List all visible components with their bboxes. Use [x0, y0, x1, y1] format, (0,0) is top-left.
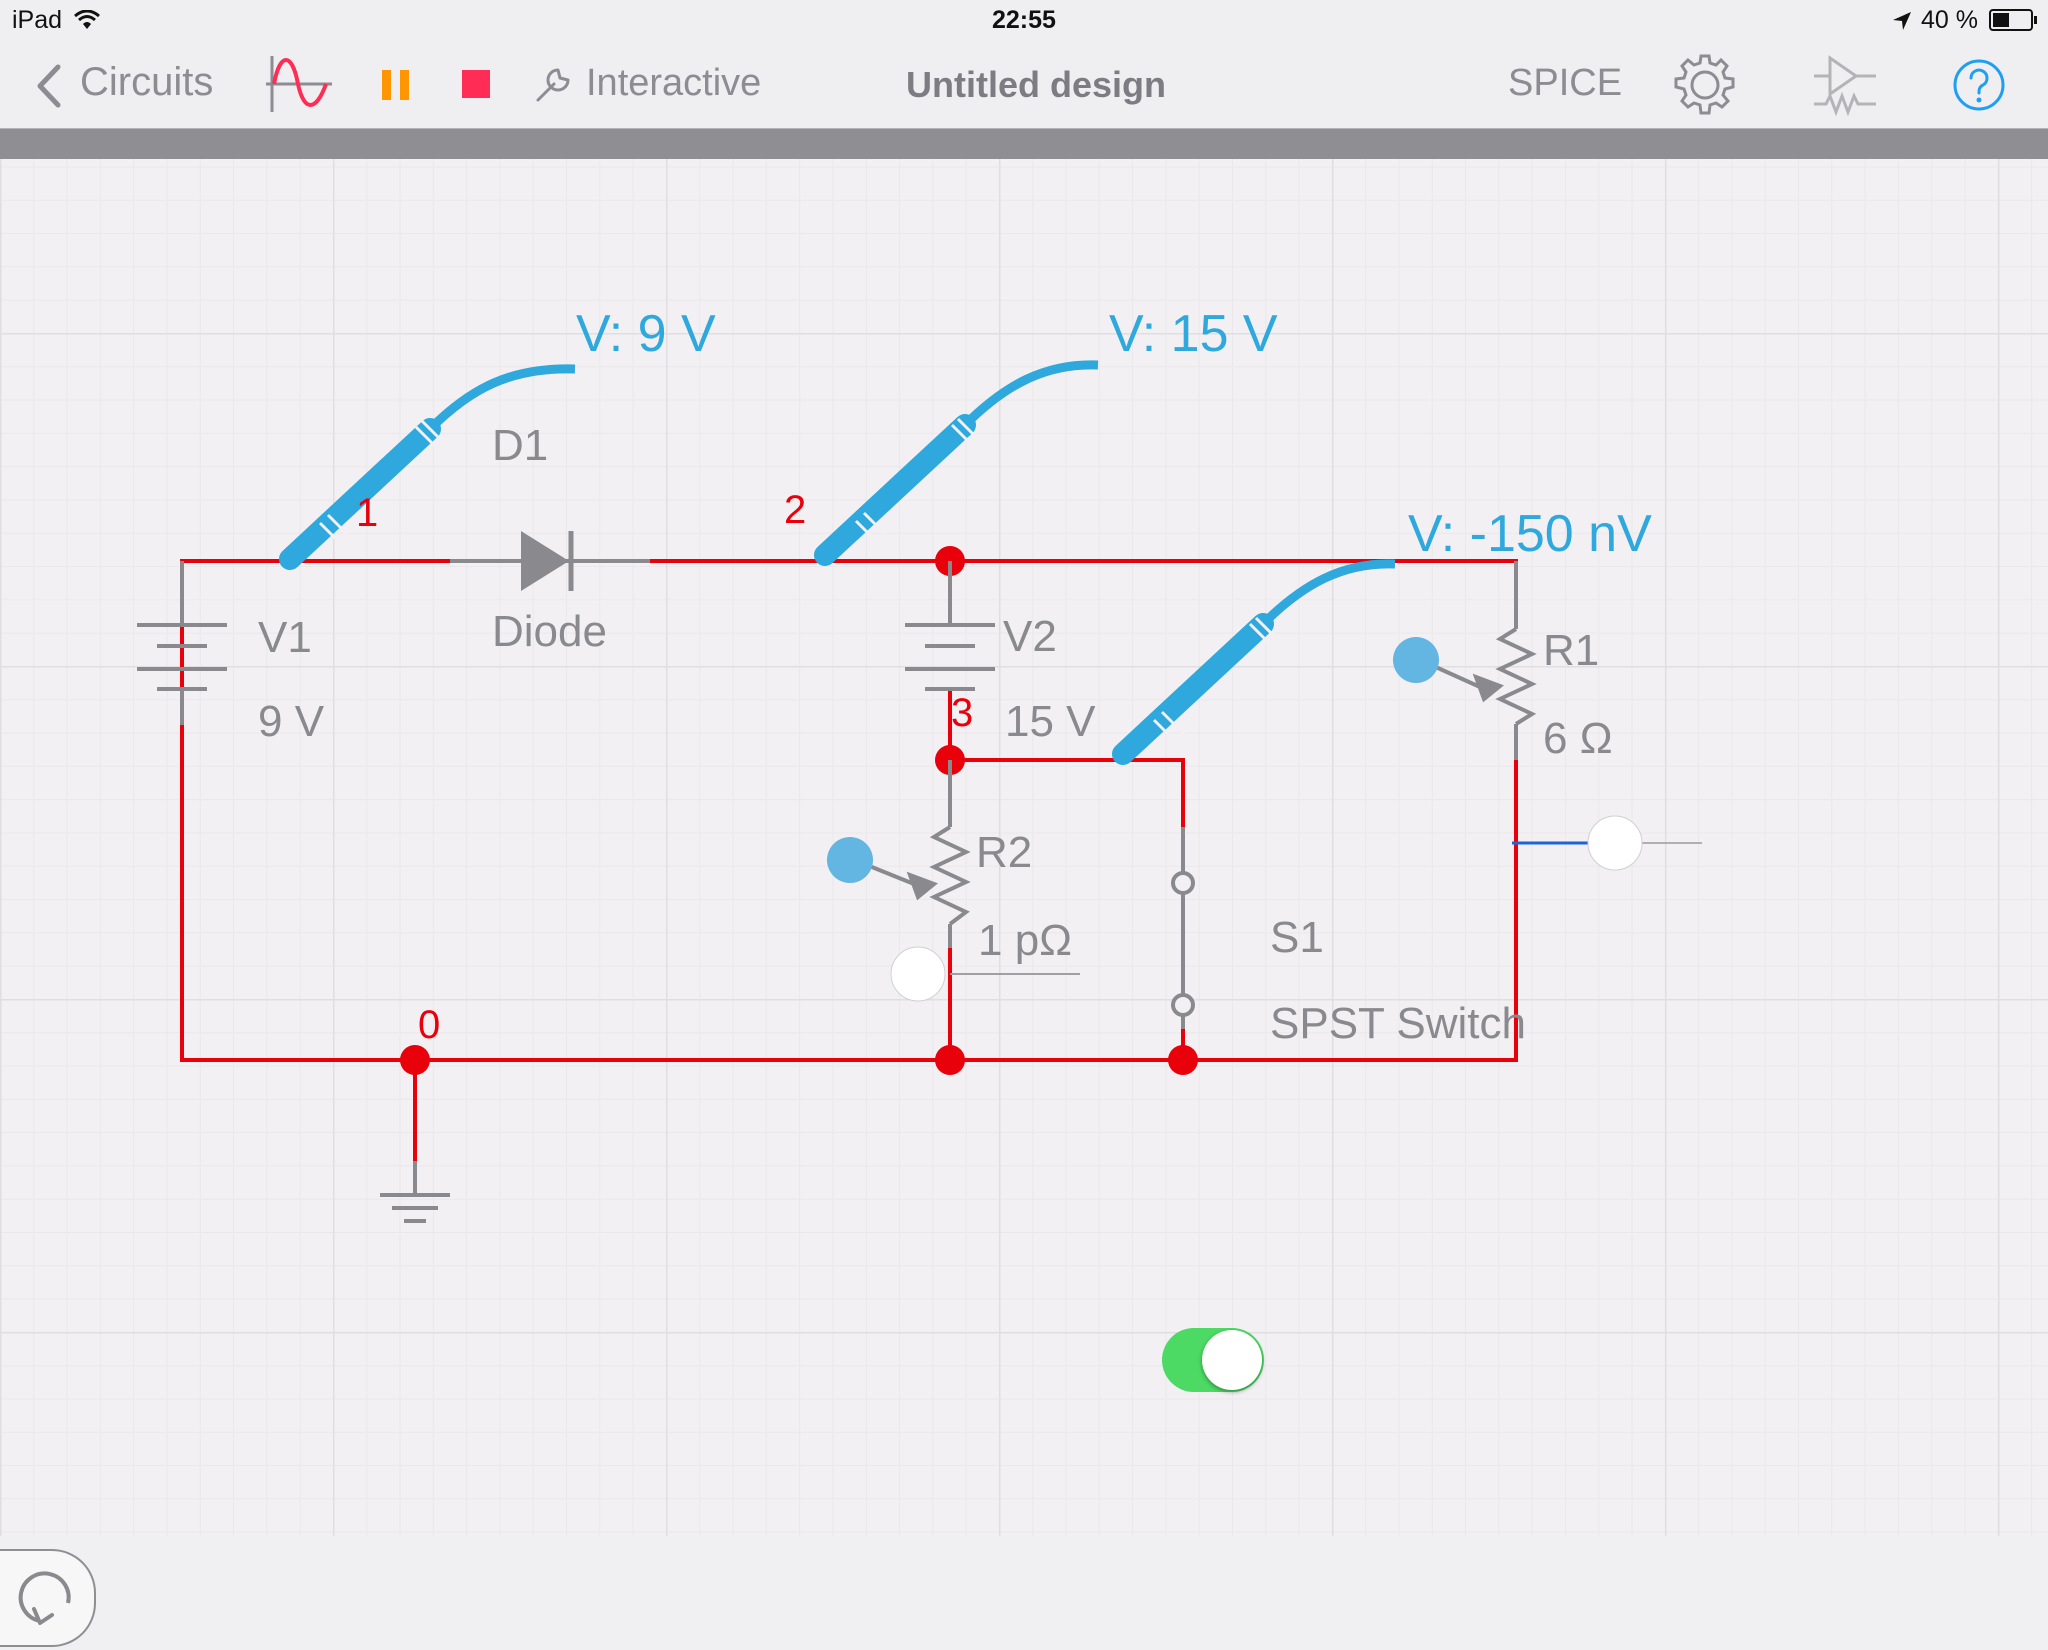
toolbar: Circuits Interactive Untitled design SPI… [0, 40, 2048, 129]
pause-icon[interactable] [382, 70, 410, 105]
r2-wiper-handle[interactable] [827, 837, 873, 883]
spice-button[interactable]: SPICE [1508, 62, 1623, 104]
node-label-2: 2 [784, 488, 807, 532]
r1-wiper-handle[interactable] [1393, 637, 1439, 683]
stop-icon[interactable] [462, 70, 490, 105]
r2-slider-handle[interactable] [890, 946, 946, 1002]
r2-name-label: R2 [976, 828, 1033, 877]
node-label-1: 1 [356, 491, 379, 535]
probe-readout-3: V: -150 nV [1408, 505, 1652, 563]
d1-value-label: Diode [492, 607, 607, 656]
probe-node-2[interactable] [814, 360, 1099, 566]
battery-icon [1989, 9, 2039, 38]
junction-dot [400, 1045, 430, 1075]
d1-name-label: D1 [492, 421, 549, 470]
junction-dot [935, 1045, 965, 1075]
wire-ground-loop [180, 760, 1518, 1062]
switch-toggle[interactable] [1162, 1328, 1264, 1392]
spst-switch-symbol[interactable] [1171, 827, 1195, 1029]
circuit-diagram [137, 360, 1702, 1223]
reset-view-button[interactable] [0, 1549, 96, 1647]
v2-name-label: V2 [1003, 612, 1057, 661]
junctions [400, 546, 1198, 1075]
page-title: Untitled design [906, 64, 1166, 105]
v2-value-label: 15 V [1005, 697, 1096, 746]
node-label-3: 3 [951, 691, 974, 735]
r1-value-label: 6 Ω [1543, 714, 1613, 763]
probe-readout-2: V: 15 V [1109, 305, 1278, 363]
component-library-icon[interactable] [1810, 52, 1880, 121]
r1-slider-handle[interactable] [1587, 815, 1643, 871]
s1-value-label: SPST Switch [1270, 999, 1526, 1048]
help-icon[interactable] [1952, 58, 2006, 117]
r1-name-label: R1 [1543, 626, 1600, 675]
location-arrow-icon [1892, 9, 1912, 38]
interactive-mode-label: Interactive [586, 62, 762, 104]
junction-dot [1168, 1045, 1198, 1075]
v1-value-label: 9 V [258, 697, 325, 746]
status-bar: iPad 22:55 40 % [0, 0, 2048, 40]
toolbar-divider [0, 129, 2048, 159]
clock: 22:55 [992, 6, 1056, 34]
diode-symbol[interactable] [450, 531, 650, 591]
wire-switch-top [950, 758, 1185, 827]
wifi-icon [74, 8, 100, 37]
chevron-left-icon [36, 64, 62, 113]
r2-value-label: 1 pΩ [978, 916, 1073, 965]
back-label: Circuits [80, 60, 214, 104]
waveform-icon[interactable] [266, 54, 332, 119]
probe-node-1[interactable] [279, 364, 576, 570]
wrench-icon [534, 64, 574, 109]
device-name: iPad [12, 6, 63, 34]
circuit-canvas[interactable]: V1 9 V D1 Diode V2 15 V R1 6 Ω R2 1 pΩ S… [0, 159, 2048, 1647]
toggle-knob [1202, 1330, 1262, 1390]
probe-readout-1: V: 9 V [576, 305, 716, 363]
battery-percentage: 40 % [1921, 6, 1978, 34]
s1-name-label: S1 [1270, 913, 1324, 962]
gear-icon[interactable] [1672, 52, 1738, 123]
probe-node-3[interactable] [1112, 559, 1396, 765]
v1-name-label: V1 [258, 613, 312, 662]
resistor-r1-symbol[interactable] [1417, 561, 1537, 760]
battery-v1-symbol[interactable] [137, 561, 227, 725]
ground-symbol [380, 1161, 450, 1223]
rotate-icon [18, 1571, 71, 1625]
battery-v2-symbol[interactable] [905, 561, 995, 691]
node-label-0: 0 [418, 1003, 441, 1047]
